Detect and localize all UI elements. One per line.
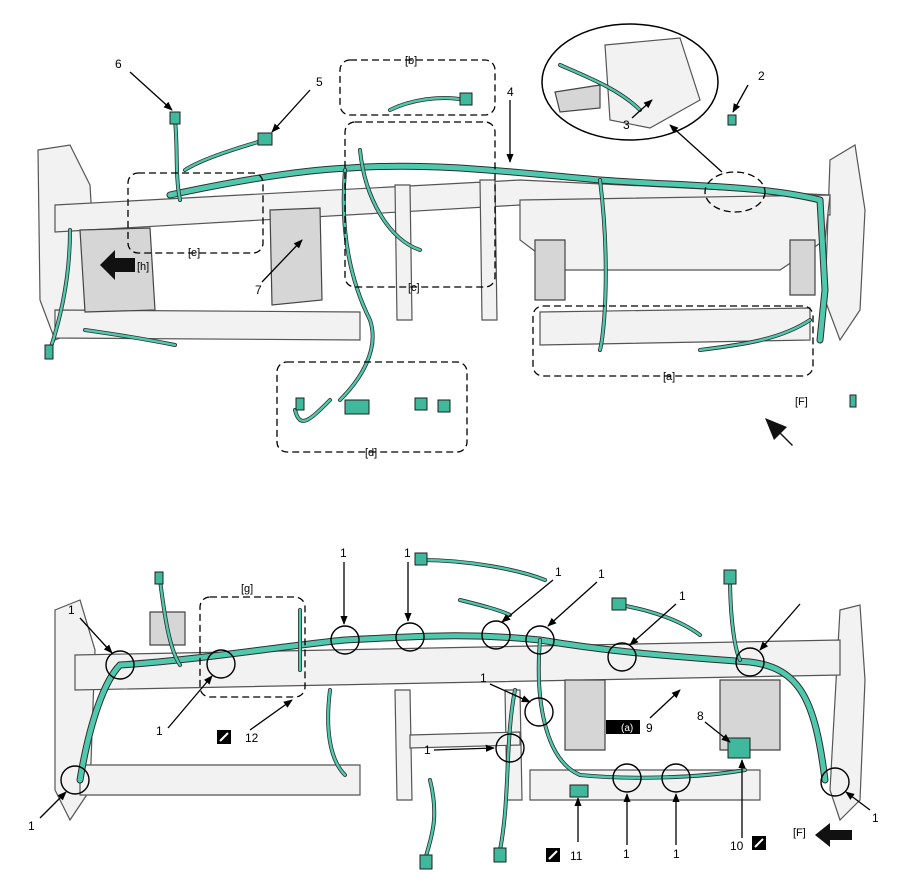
lower-bar-left	[54, 309, 361, 341]
connector-10	[727, 737, 751, 759]
clamp-label-11: 1	[673, 847, 680, 861]
clamp-label-4: 1	[404, 546, 411, 560]
label-b: [b]	[405, 55, 417, 67]
tool-label-a: (a)	[621, 723, 633, 734]
callout-12: 12	[245, 731, 259, 745]
region-a	[532, 305, 814, 377]
right-dark-bracket-1	[534, 239, 566, 301]
clamp-label-5: 1	[555, 565, 562, 579]
clamp-label-6: 1	[598, 567, 605, 581]
clamp-label-3: 1	[340, 546, 347, 560]
front-arrow-bottom	[815, 823, 852, 847]
callout-4: 4	[507, 85, 514, 99]
view-arrow-h	[100, 250, 135, 280]
clamp-label-1: 1	[68, 603, 75, 617]
connector-2	[727, 114, 737, 126]
clamp-13	[60, 765, 90, 795]
tool-icon-a	[606, 720, 640, 734]
clamp-4	[395, 622, 425, 652]
connector-bottom-right	[493, 847, 507, 863]
callout-9: 9	[646, 721, 653, 735]
clamp-14	[820, 767, 850, 797]
clamp-6	[525, 625, 555, 655]
center-post-right	[479, 179, 498, 321]
callout-2: 2	[758, 69, 765, 83]
region-e	[127, 172, 264, 254]
top-view: 6 5 4 2 3 7 [b] [c] [d] [e] [a] [h] [F]	[37, 23, 866, 459]
main-harness-b	[77, 633, 828, 783]
clamp-label-13: 1	[872, 811, 879, 825]
connector-d3	[437, 399, 451, 413]
connector-left	[44, 344, 54, 360]
connector-bottom-left	[419, 854, 433, 870]
connector-top-left	[154, 571, 164, 585]
callout-7: 7	[255, 283, 262, 297]
clamp-2	[206, 649, 236, 679]
right-dark-bracket-2	[789, 239, 816, 296]
connector-6	[169, 111, 181, 125]
label-e: [e]	[188, 247, 200, 259]
clamp-7	[607, 642, 637, 672]
right-support	[519, 194, 831, 271]
clamp-9	[524, 697, 554, 727]
bracket-8	[719, 679, 781, 751]
clamp-10	[495, 733, 525, 763]
callout-10: 10	[730, 839, 744, 853]
region-2-highlight	[704, 171, 766, 213]
connector-upper-mid	[611, 597, 627, 611]
label-front-bottom: [F]	[793, 827, 806, 839]
clamp-label-2: 1	[156, 724, 163, 738]
connector-upper-right	[723, 569, 737, 585]
connector-5	[257, 132, 273, 146]
clamp-12	[661, 763, 691, 793]
clamp-5	[481, 620, 511, 650]
center-post-left	[394, 184, 413, 321]
connector-11	[569, 784, 589, 798]
connector-d2	[414, 397, 428, 411]
lower-bar-left-b	[79, 764, 361, 796]
label-front-top: [F]	[795, 396, 808, 408]
callout-5: 5	[316, 75, 323, 89]
clamp-1	[105, 650, 135, 680]
harness-branches	[48, 96, 812, 423]
lower-bar-right	[539, 307, 811, 346]
clamp-label-10: 1	[623, 847, 630, 861]
cross-tube	[54, 179, 831, 233]
connector-b	[459, 92, 473, 106]
label-h: [h]	[137, 261, 149, 273]
label-c: [c]	[408, 282, 420, 294]
callout-3: 3	[623, 118, 630, 132]
region-g	[199, 596, 306, 698]
connector-top-center	[414, 552, 428, 566]
clamp-label-7: 1	[679, 589, 686, 603]
clamp-8	[735, 647, 765, 677]
bottom-view: 1 1 1 1 1 1 1 1 1 1 1 1 1 [g] 12 11 10 (…	[28, 546, 879, 870]
main-harness	[167, 163, 828, 343]
bracket-9	[564, 679, 606, 751]
connector-d4	[344, 399, 370, 415]
clamp-11	[612, 763, 642, 793]
label-d: [d]	[365, 447, 377, 459]
connector-d1	[295, 397, 305, 411]
connector-right	[849, 394, 857, 408]
label-g: [g]	[241, 583, 253, 595]
callout-11: 11	[570, 849, 583, 863]
clamp-3	[330, 625, 360, 655]
harness-branches-b	[158, 558, 747, 862]
label-a: [a]	[663, 371, 675, 383]
callout-8: 8	[697, 709, 704, 723]
callout-6: 6	[115, 57, 122, 71]
region-d	[276, 361, 468, 453]
clamp-label-12: 1	[28, 819, 35, 833]
center-dark-bracket	[269, 207, 323, 306]
region-b	[339, 59, 496, 116]
clamp-label-9: 1	[424, 743, 431, 757]
clamp-label-8: 1	[480, 671, 487, 685]
right-end-bracket	[824, 144, 866, 342]
inset-wire	[558, 63, 642, 112]
front-arrow-top	[765, 418, 793, 446]
